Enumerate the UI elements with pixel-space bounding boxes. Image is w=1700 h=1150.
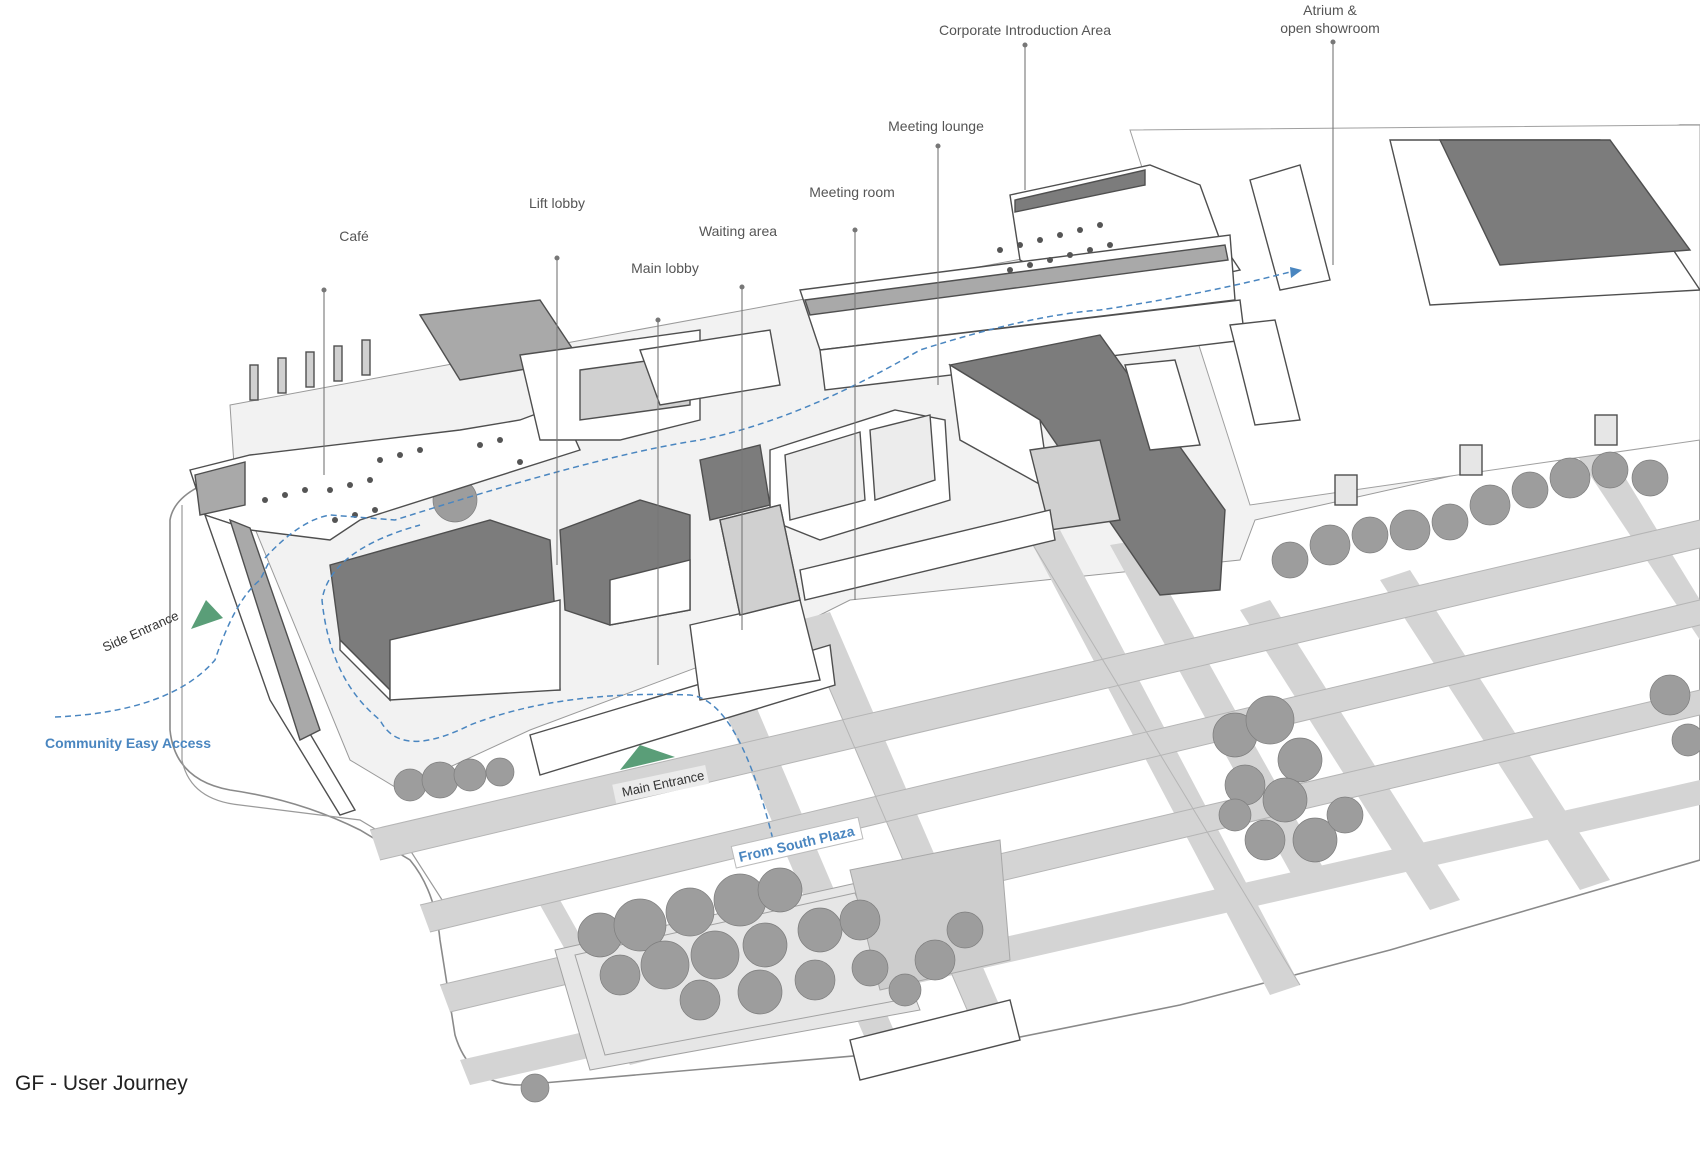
label-side-entrance: Side Entrance <box>100 608 181 655</box>
journey-routes <box>54 271 1291 849</box>
entrance-arrow-icon <box>620 745 675 770</box>
cafe-furniture <box>262 222 1113 523</box>
label-meeting-lounge: Meeting lounge <box>888 118 984 134</box>
tree-cluster-north-row <box>1271 451 1700 757</box>
label-meeting-room: Meeting room <box>809 184 895 200</box>
callout-leaders <box>321 39 1336 665</box>
label-main-lobby: Main lobby <box>631 260 699 276</box>
label-lift-lobby: Lift lobby <box>529 195 585 211</box>
tree-cluster-park <box>577 867 984 1021</box>
label-community-easy-access: Community Easy Access <box>45 735 211 751</box>
label-south-plaza-box <box>730 816 864 869</box>
tree-cluster-east <box>1212 695 1364 863</box>
label-main-entrance-box <box>612 765 710 804</box>
callout-labels: Café Lift lobby Main lobby Waiting area … <box>339 2 1380 276</box>
tree-clusters <box>393 451 1700 1103</box>
route-south-plaza <box>321 524 776 849</box>
label-atrium-line-1: Atrium & <box>1303 2 1357 18</box>
label-corporate-introduction-area: Corporate Introduction Area <box>939 22 1111 38</box>
route-arrow-head <box>1290 267 1302 278</box>
route-interior-loop <box>264 271 1291 559</box>
entrance-arrow-icon <box>191 600 223 629</box>
label-waiting-area: Waiting area <box>699 223 777 239</box>
label-atrium-line-2: open showroom <box>1280 20 1380 36</box>
label-cafe: Café <box>339 228 369 244</box>
diagram-title: GF - User Journey <box>15 1072 188 1095</box>
